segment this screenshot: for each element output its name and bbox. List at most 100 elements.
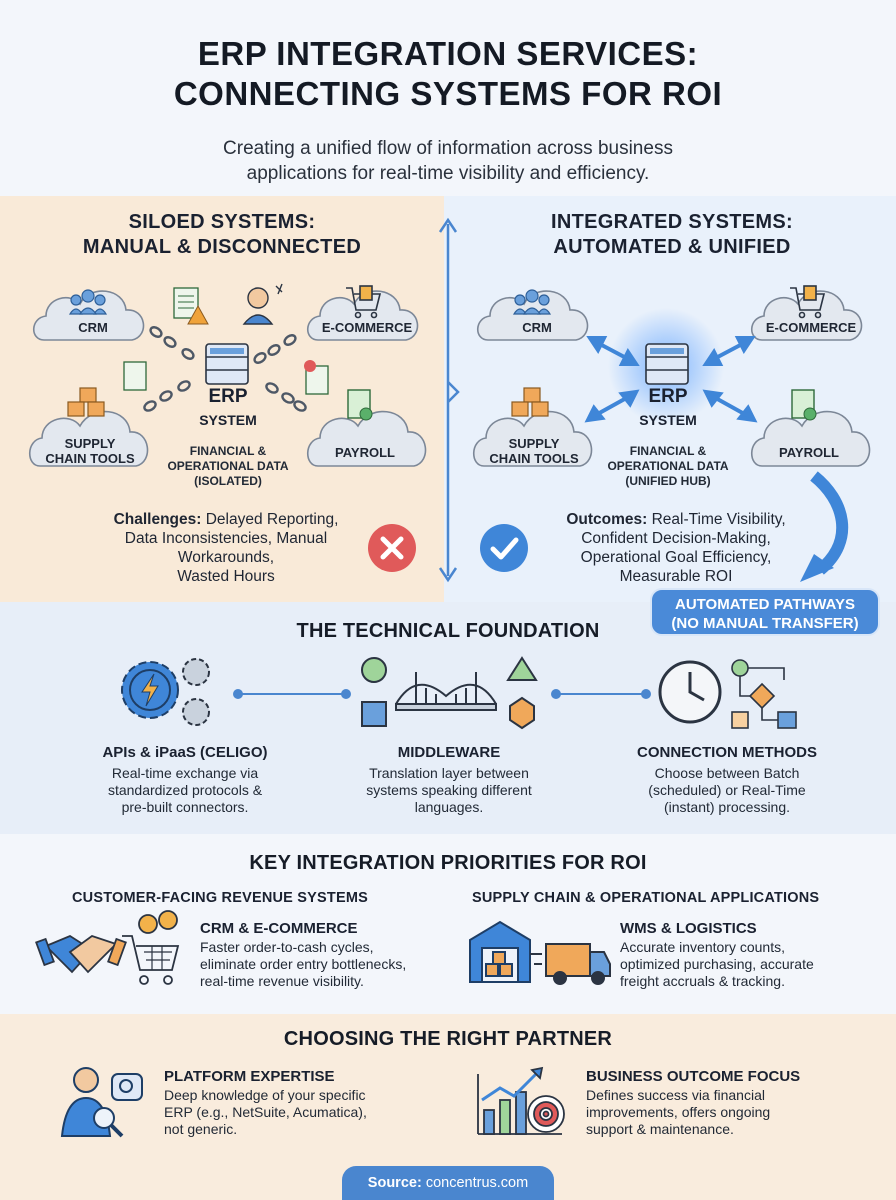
challenges-line-1: Challenges: Delayed Reporting,: [90, 510, 362, 529]
tech-item-connection-line-3: (instant) processing.: [663, 799, 791, 815]
supply-label-integrated-line-1: SUPPLY: [508, 436, 560, 451]
siloed-data-line-1: FINANCIAL &: [189, 444, 267, 458]
partner-icons: [60, 1066, 565, 1138]
handshake-icon: [35, 934, 127, 974]
tech-item-connection-line-2: (scheduled) or Real-Time: [648, 782, 806, 798]
wms-logistics-line-2: optimized purchasing, accurate: [620, 956, 814, 972]
crm-ecommerce-line-1: Faster order-to-cash cycles,: [200, 939, 374, 955]
platform-expertise-title: PLATFORM EXPERTISE: [164, 1068, 335, 1085]
challenges-text: Challenges: Delayed Reporting, Data Inco…: [90, 510, 362, 586]
spreadsheet-warning-icon: [123, 287, 329, 395]
priorities-title: KEY INTEGRATION PRIORITIES FOR ROI: [249, 852, 647, 874]
wms-logistics-line-1: Accurate inventory counts,: [620, 939, 785, 955]
system-label: SYSTEM: [199, 412, 257, 428]
crm-ecommerce-line-2: eliminate order entry bottlenecks,: [200, 956, 407, 972]
tech-item-apis-text: Real-time exchange via standardized prot…: [70, 765, 300, 816]
crm-label: CRM: [78, 320, 108, 335]
title-line-1: ERP INTEGRATION SERVICES:: [197, 35, 699, 72]
x-circle-icon: [368, 524, 416, 572]
wms-logistics-text: Accurate inventory counts, optimized pur…: [620, 939, 880, 990]
payroll-label-integrated: PAYROLL: [779, 445, 839, 460]
source-value: concentrus.com: [421, 1175, 529, 1191]
sync-arrows-icon: [584, 336, 758, 423]
crm-ecommerce-title: CRM & E-COMMERCE: [200, 920, 358, 937]
growth-target-icon: [477, 1066, 565, 1135]
users-icon: [512, 289, 552, 315]
integrated-diagram: [472, 285, 871, 582]
technical-icons: [121, 656, 797, 730]
challenges-line-3: Workarounds,: [177, 549, 275, 566]
siloed-title: SILOED SYSTEMS: MANUAL & DISCONNECTED: [20, 210, 424, 260]
gears-bolt-icon: [121, 658, 210, 726]
tech-item-connection: CONNECTION METHODS Choose between Batch …: [612, 744, 842, 816]
platform-expertise-text: Deep knowledge of your specific ERP (e.g…: [164, 1087, 434, 1138]
platform-expertise-line-3: not generic.: [164, 1121, 238, 1137]
business-outcome-line-3: support & maintenance.: [586, 1121, 734, 1137]
tech-item-apis-line-1: Real-time exchange via: [111, 765, 259, 781]
tech-item-middleware-line-3: languages.: [414, 799, 484, 815]
broken-chain-icon: [143, 326, 307, 412]
crm-cloud: [476, 290, 589, 341]
outcomes-line-4: Measurable ROI: [619, 568, 733, 585]
outcomes-line-1-text: Real-Time Visibility,: [647, 511, 786, 528]
tech-item-connection-line-1: Choose between Batch: [654, 765, 800, 781]
source-label: Source:: [367, 1175, 422, 1191]
challenges-line-2: Data Inconsistencies, Manual: [124, 530, 328, 547]
ecommerce-cloud: [750, 290, 863, 341]
boxes-icon: [67, 387, 105, 417]
supply-label-integrated: SUPPLY CHAIN TOOLS: [476, 436, 592, 466]
tech-item-middleware-title: MIDDLEWARE: [397, 744, 501, 761]
truck-icon: [530, 943, 611, 985]
subtitle-line-1: Creating a unified flow of information a…: [223, 138, 673, 159]
integrated-data-caption: FINANCIAL & OPERATIONAL DATA (UNIFIED HU…: [590, 444, 746, 489]
partner-title: CHOOSING THE RIGHT PARTNER: [283, 1028, 613, 1050]
shopping-cart-icon: [790, 285, 826, 319]
challenges-label: Challenges:: [113, 511, 202, 528]
tech-item-middleware-line-1: Translation layer between: [369, 765, 529, 781]
siloed-data-line-2: OPERATIONAL DATA: [167, 459, 289, 473]
clock-icon: [658, 660, 722, 724]
tech-item-connection-text: Choose between Batch (scheduled) or Real…: [612, 765, 842, 816]
supply-label-line-1: SUPPLY: [64, 436, 116, 451]
tech-item-apis-line-3: pre-built connectors.: [121, 799, 249, 815]
crm-cloud: [32, 290, 145, 341]
challenges-line-1-text: Delayed Reporting,: [201, 511, 339, 528]
siloed-title-line-2: MANUAL & DISCONNECTED: [82, 236, 362, 258]
shopping-cart-icon: [346, 285, 382, 319]
crm-ecommerce-block: CRM & E-COMMERCE Faster order-to-cash cy…: [200, 920, 460, 990]
siloed-data-line-3: (ISOLATED): [194, 474, 262, 488]
priorities-icons: [35, 910, 611, 985]
tech-item-middleware-line-2: systems speaking different: [366, 782, 532, 798]
supply-cloud: [28, 410, 149, 467]
erp-label: ERP: [208, 386, 248, 407]
system-label-integrated: SYSTEM: [639, 412, 697, 428]
payroll-cloud: [306, 410, 427, 467]
divider-arrow-icon: [438, 217, 460, 583]
dollar-cart-icon: [122, 910, 180, 985]
outcomes-line-1: Outcomes: Real-Time Visibility,: [536, 510, 816, 529]
tech-item-connection-title: CONNECTION METHODS: [637, 744, 817, 761]
warehouse-icon: [469, 920, 531, 983]
business-outcome-line-2: improvements, offers ongoing: [586, 1104, 771, 1120]
bridge-icon: [361, 656, 538, 730]
integrated-data-line-3: (UNIFIED HUB): [625, 474, 711, 488]
integrated-data-line-1: FINANCIAL &: [629, 444, 707, 458]
business-outcome-text: Defines success via financial improvemen…: [586, 1087, 876, 1138]
tech-item-middleware: MIDDLEWARE Translation layer between sys…: [334, 744, 564, 816]
payroll-cloud: [750, 410, 871, 467]
badge-line-1: AUTOMATED PATHWAYS: [674, 596, 855, 613]
supply-label-integrated-line-2: CHAIN TOOLS: [489, 451, 579, 466]
business-outcome-block: BUSINESS OUTCOME FOCUS Defines success v…: [586, 1068, 876, 1138]
tech-item-apis-title: APIs & iPaaS (CELIGO): [102, 744, 268, 761]
stressed-person-icon: [242, 283, 283, 325]
crm-ecommerce-line-3: real-time revenue visibility.: [200, 973, 364, 989]
outcomes-line-3: Operational Goal Efficiency,: [580, 549, 772, 566]
integrated-title-line-1: INTEGRATED SYSTEMS:: [550, 211, 793, 233]
outcomes-text: Outcomes: Real-Time Visibility, Confiden…: [536, 510, 816, 586]
wms-logistics-title: WMS & LOGISTICS: [620, 920, 757, 937]
server-icon: [645, 343, 689, 385]
outcomes-label: Outcomes:: [566, 511, 648, 528]
ecommerce-cloud: [306, 290, 419, 341]
flowchart-icon: [731, 659, 797, 729]
integrated-data-line-2: OPERATIONAL DATA: [607, 459, 729, 473]
